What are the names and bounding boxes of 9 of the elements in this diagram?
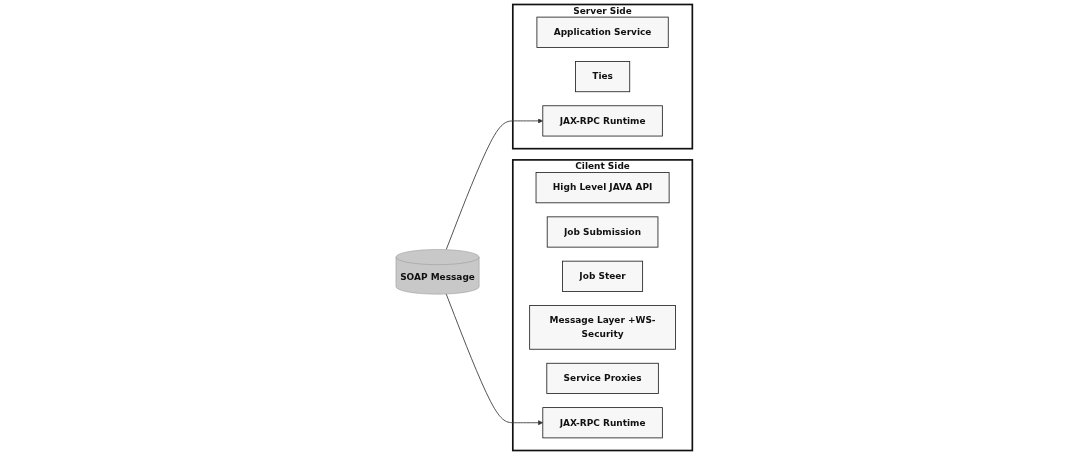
node-box: Job Submission xyxy=(547,216,659,248)
node-box: Ties xyxy=(575,61,631,93)
node-box: JAX-RPC Runtime xyxy=(542,407,664,439)
node-box: Message Layer +WS-Security xyxy=(529,305,677,350)
node-box: High Level JAVA API xyxy=(535,172,670,204)
node-box: Service Proxies xyxy=(546,362,660,394)
node-box: Job Steer xyxy=(562,260,644,292)
node-box: Application Service xyxy=(536,16,669,48)
node-box: JAX-RPC Runtime xyxy=(542,105,664,137)
